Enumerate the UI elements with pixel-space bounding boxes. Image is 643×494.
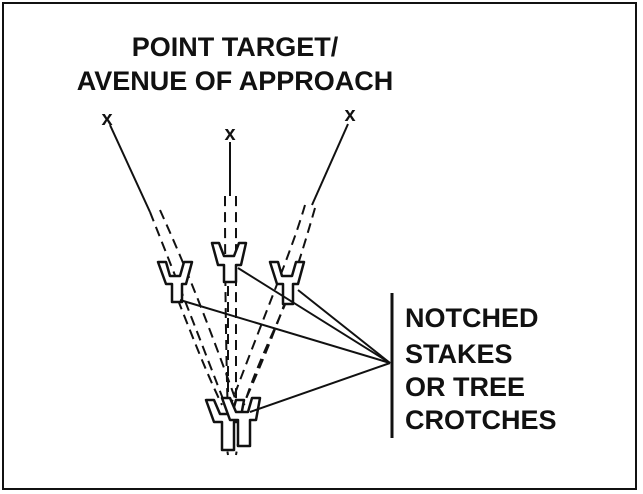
aim-lane-right-a	[227, 204, 306, 413]
stake-front-right	[268, 260, 306, 306]
sight-line-right	[311, 123, 349, 206]
title-line-1: POINT TARGET/	[131, 32, 339, 62]
stake-front-center	[210, 241, 248, 284]
aim-lane-right-lower	[243, 299, 288, 406]
aim-lane-left-lower	[171, 284, 223, 406]
aim-lane-right-b	[239, 207, 316, 413]
leader-line-front-right	[297, 289, 391, 364]
title-line-2: AVENUE OF APPROACH	[76, 66, 394, 96]
leader-line-rear	[249, 362, 391, 413]
target-marker-center: x	[224, 123, 235, 145]
callout-line-4: CROTCHES	[405, 405, 557, 435]
diagram-frame	[2, 2, 637, 490]
callout-line-1: NOTCHED	[405, 303, 539, 333]
callout-line-3: OR TREE	[405, 372, 526, 402]
target-marker-left: x	[101, 108, 112, 130]
callout-line-2: STAKES	[405, 339, 513, 369]
sight-line-left	[109, 124, 151, 213]
stake-rear-2	[220, 396, 262, 448]
leader-line-front-center	[237, 267, 391, 364]
stake-front-left	[156, 260, 194, 304]
target-marker-right: x	[344, 104, 355, 126]
leader-line-front-left	[179, 299, 391, 364]
